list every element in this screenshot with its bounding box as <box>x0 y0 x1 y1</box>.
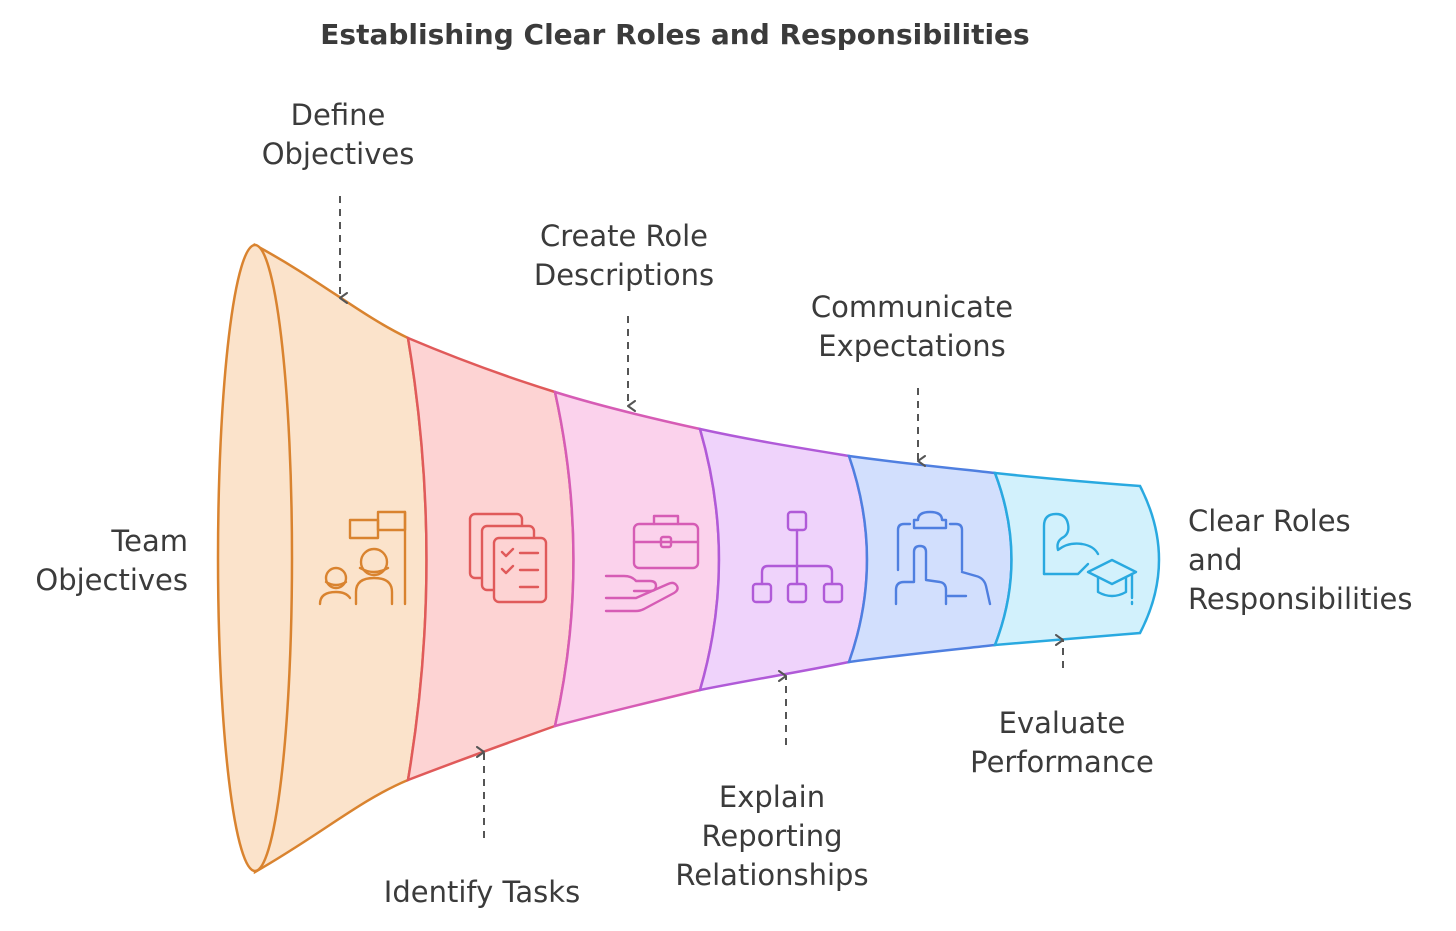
org-chart-icon <box>751 510 844 604</box>
stage-label-explain-reporting: Explain Reporting Relationships <box>675 780 869 892</box>
task-checklist-icon <box>468 512 548 604</box>
callout-arrows <box>339 196 1064 838</box>
output-label-clear-roles: Clear Roles and Responsibilities <box>1188 504 1413 616</box>
stage-label-identify-tasks: Identify Tasks <box>383 875 581 909</box>
strength-graduation-icon <box>1042 512 1138 606</box>
input-label-team-objectives: Team Objectives <box>35 524 188 597</box>
diagram-title: Establishing Clear Roles and Responsibil… <box>320 18 1030 51</box>
funnel-mouth <box>216 243 294 873</box>
stage-label-create-role-descriptions: Create Role Descriptions <box>533 219 715 292</box>
segment-evaluate-performance <box>993 471 1161 647</box>
stage-label-define-objectives: Define Objectives <box>261 98 415 171</box>
stage-label-evaluate-performance: Evaluate Performance <box>970 706 1154 779</box>
funnel-segments <box>216 242 1161 875</box>
segment-communicate-expectations <box>847 454 1013 664</box>
stage-label-communicate-expectations: Communicate Expectations <box>810 290 1014 363</box>
segment-create-role-descriptions <box>553 390 721 728</box>
clipboard-touch-icon <box>894 510 992 606</box>
team-flag-icon <box>318 510 407 606</box>
segment-explain-reporting <box>698 427 869 692</box>
briefcase-hand-icon <box>604 514 700 613</box>
